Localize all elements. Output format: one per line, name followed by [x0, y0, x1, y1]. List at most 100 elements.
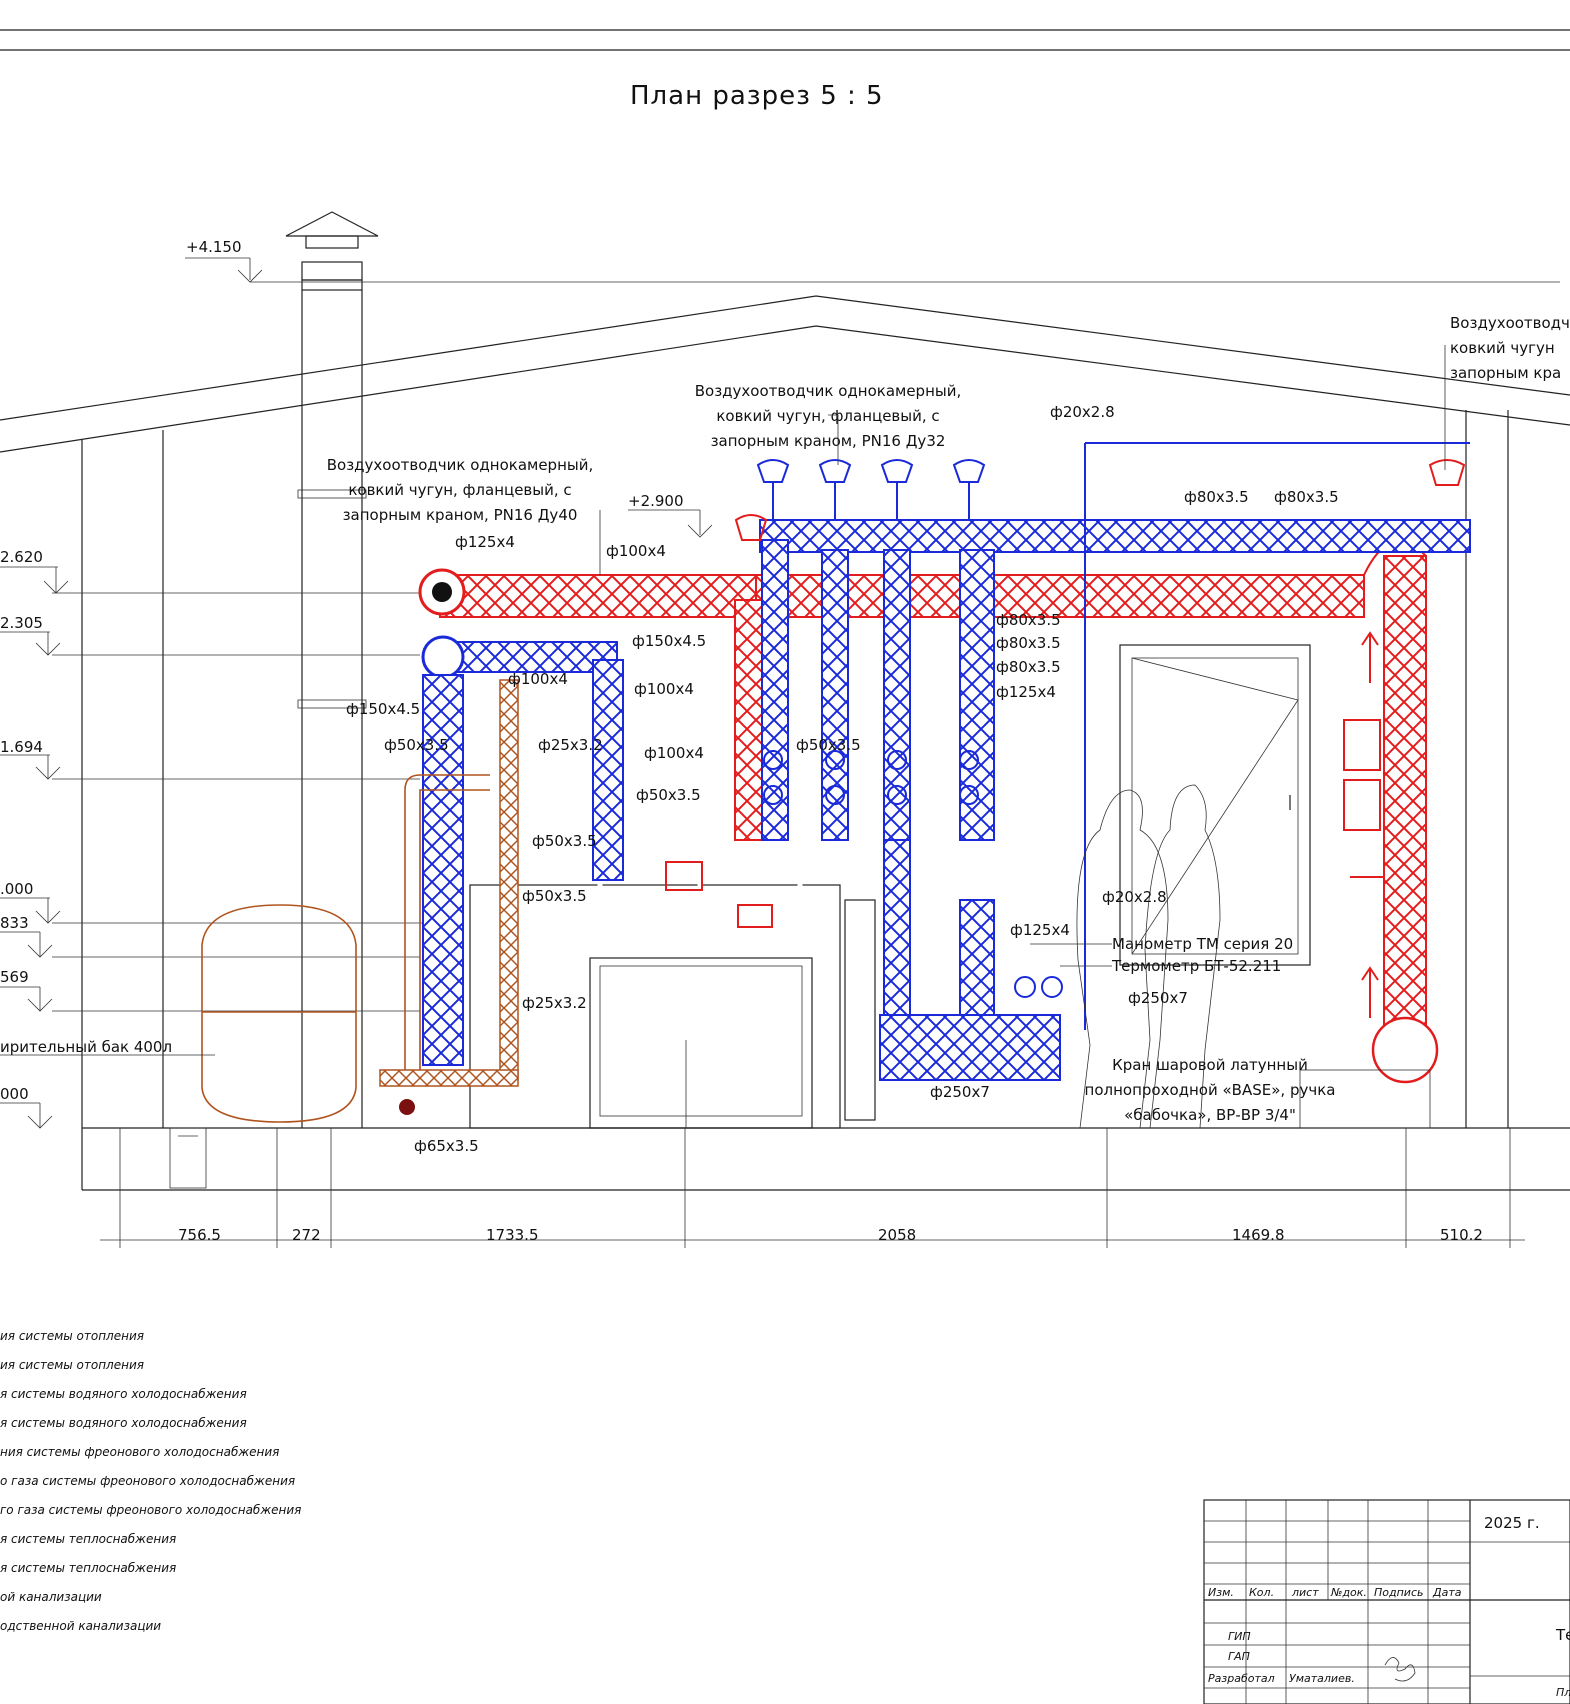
title-block-col: Подпись	[1374, 1586, 1423, 1599]
level-marks	[0, 257, 1560, 1129]
legend: ия системы отопления ия системы отоплени…	[0, 1329, 301, 1633]
gauges	[763, 750, 1063, 998]
legend-item: я системы теплоснабжения	[0, 1561, 176, 1575]
callout-line: запорным краном, PN16 Ду32	[711, 432, 946, 450]
title-block-year: 2025 г.	[1484, 1514, 1540, 1532]
legend-item: ия системы отопления	[0, 1329, 144, 1343]
supply-pipes	[418, 540, 1439, 1084]
pipe-label: ф80х3.5	[1184, 488, 1249, 506]
callout-air-vent-right: Воздухоотводч ковкий чугун запорным кра	[1450, 314, 1570, 382]
legend-item: я системы теплоснабжения	[0, 1532, 176, 1546]
drawing-title: План разрез 5 : 5	[630, 81, 884, 111]
level-label: 000	[0, 1085, 29, 1103]
level-label: 833	[0, 914, 29, 932]
pipe-label: ф250х7	[930, 1083, 990, 1101]
callout-line: запорным кра	[1450, 364, 1561, 382]
title-block-role: ГИП	[1228, 1630, 1251, 1643]
sheet-frame	[0, 29, 1570, 51]
callout-air-vent-du32: Воздухоотводчик однокамерный, ковкий чугу…	[695, 382, 962, 450]
pipe-label: ф20х2.8	[1050, 403, 1115, 421]
dim-value: 2058	[878, 1226, 916, 1244]
legend-item: одственной канализации	[0, 1619, 161, 1633]
pipe-label: ф50х3.5	[384, 736, 449, 754]
pipe-label: ф125х4	[996, 683, 1056, 701]
title-block-col: №док.	[1330, 1586, 1367, 1599]
dim-value: 756.5	[178, 1226, 221, 1244]
title-block-col: Кол.	[1249, 1586, 1274, 1599]
callout-line: ковкий чугун, фланцевый, с	[348, 481, 571, 499]
legend-item: ия системы отопления	[0, 1358, 144, 1372]
callout-thermometer: Термометр БТ-52.211	[1111, 957, 1281, 975]
callout-line: «бабочка», ВР-ВР 3/4"	[1124, 1106, 1296, 1124]
level-label: +4.150	[186, 238, 242, 256]
legend-item: я системы водяного холодоснабжения	[0, 1416, 247, 1430]
pipe-label: ф100х4	[644, 744, 704, 762]
title-block-col: лист	[1291, 1586, 1319, 1599]
pipe-label: ф20х2.8	[1102, 888, 1167, 906]
level-label: 2.620	[0, 548, 43, 566]
right-riser-valves	[1299, 631, 1431, 1129]
callout-line: Кран шаровой латунный	[1112, 1056, 1308, 1074]
callout-line: ковкий чугун	[1450, 339, 1555, 357]
callout-line: полнопроходной «BASE», ручка	[1085, 1081, 1336, 1099]
callout-ball-valve: Кран шаровой латунный полнопроходной «BAS…	[1085, 1056, 1336, 1124]
callout-manometer: Манометр ТМ серия 20	[1112, 935, 1293, 953]
pipe-label: ф80х3.5	[996, 634, 1061, 652]
dim-value: 1733.5	[486, 1226, 539, 1244]
level-label: .000	[0, 880, 33, 898]
pipe-label: ф50х3.5	[532, 832, 597, 850]
dim-value: 1469.8	[1232, 1226, 1285, 1244]
callout-leaders	[599, 345, 1446, 967]
title-block-col: Изм.	[1208, 1586, 1234, 1599]
pipe-label: ф25х3.2	[522, 994, 587, 1012]
air-vents	[734, 459, 1466, 541]
callout-line: ковкий чугун, фланцевый, с	[716, 407, 939, 425]
hot-water-pipes	[379, 679, 519, 1115]
pipe-label: ф50х3.5	[636, 786, 701, 804]
title-block-fragment: Те	[1555, 1626, 1570, 1644]
level-label: +2.900	[628, 492, 684, 510]
title-block	[1203, 1499, 1570, 1704]
pipe-label: ф80х3.5	[996, 611, 1061, 629]
callout-line: Воздухоотводч	[1450, 314, 1570, 332]
level-label: 2.305	[0, 614, 43, 632]
title-block-developer: Уматалиев.	[1289, 1672, 1355, 1685]
legend-item: ой канализации	[0, 1590, 102, 1604]
dim-value: 272	[292, 1226, 321, 1244]
title-block-fragment: Пл	[1556, 1686, 1570, 1699]
legend-item: ния системы фреонового холодоснабжения	[0, 1445, 279, 1459]
door	[1119, 644, 1311, 966]
tank-label: ирительный бак 400л	[0, 1038, 172, 1056]
title-block-role: ГАП	[1228, 1650, 1250, 1663]
pipe-label: ф50х3.5	[796, 736, 861, 754]
pipe-label: ф100х4	[508, 670, 568, 688]
pipe-label: ф100х4	[634, 680, 694, 698]
legend-item: о газа системы фреонового холодоснабжени…	[0, 1474, 295, 1488]
pipe-label: ф100х4	[606, 542, 666, 560]
level-label: 569	[0, 968, 29, 986]
legend-item: го газа системы фреонового холодоснабжен…	[0, 1503, 301, 1517]
level-label: 1.694	[0, 738, 43, 756]
pipe-label: ф125х4	[455, 533, 515, 551]
callout-line: Воздухоотводчик однокамерный,	[327, 456, 594, 474]
dim-value: 510.2	[1440, 1226, 1483, 1244]
expansion-tank	[169, 904, 357, 1189]
pipe-label: ф50х3.5	[522, 887, 587, 905]
callout-air-vent-du40: Воздухоотводчик однокамерный, ковкий чугу…	[327, 456, 594, 524]
human-figures	[1076, 784, 1221, 1129]
pipe-label: ф25х3.2	[538, 736, 603, 754]
pipe-labels: ф20х2.8 ф80х3.5 ф80х3.5 ф125х4 ф100х4 ф1…	[346, 403, 1339, 1155]
return-pipes	[421, 442, 1471, 1081]
pipe-label: ф80х3.5	[996, 658, 1061, 676]
boiler-units	[469, 884, 876, 1129]
chimney	[285, 211, 379, 1128]
pipe-label: ф150х4.5	[346, 700, 420, 718]
legend-item: я системы водяного холодоснабжения	[0, 1387, 247, 1401]
callout-line: Воздухоотводчик однокамерный,	[695, 382, 962, 400]
pipe-label: ф80х3.5	[1274, 488, 1339, 506]
pipe-label: ф150х4.5	[632, 632, 706, 650]
pipe-label: ф65х3.5	[414, 1137, 479, 1155]
pipe-label: ф125х4	[1010, 921, 1070, 939]
title-block-col: Дата	[1432, 1586, 1462, 1599]
